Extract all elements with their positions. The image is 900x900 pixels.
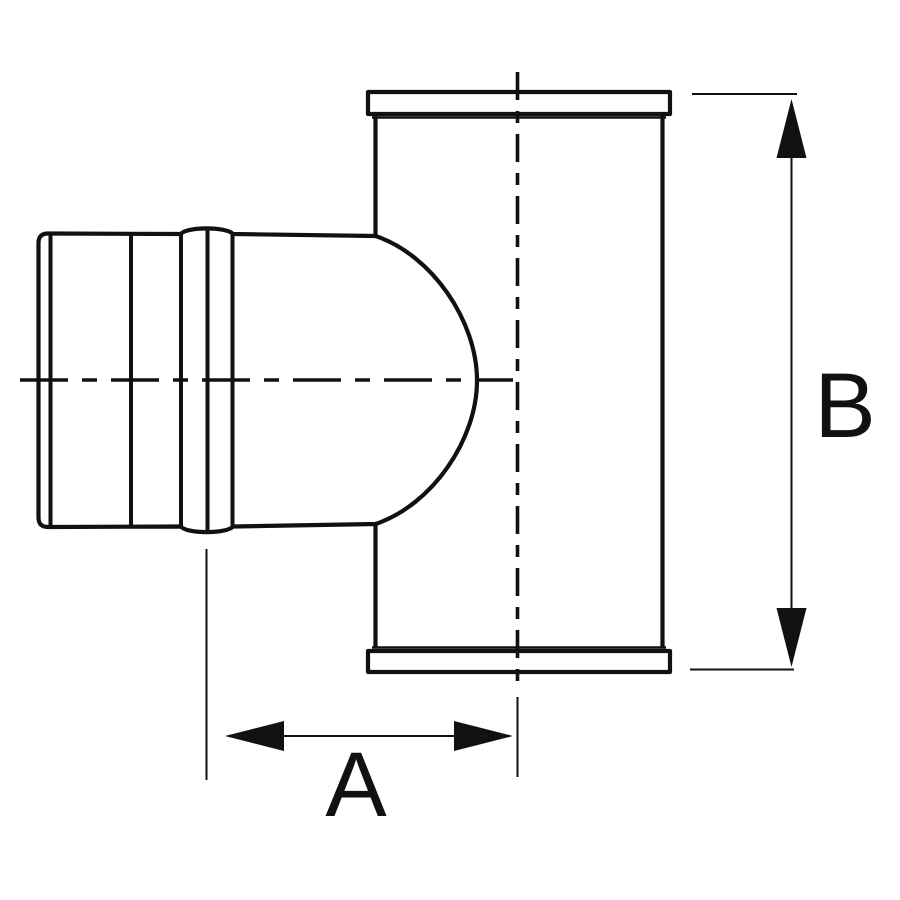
dim-b-label: B xyxy=(814,355,875,457)
body-side-walls xyxy=(373,111,665,649)
branch-outline xyxy=(36,226,480,535)
dim-b-arrow-up-icon xyxy=(776,99,807,158)
dim-a-arrow-left-icon xyxy=(225,721,284,751)
dim-a-arrow-right-icon xyxy=(454,721,513,751)
dimension-a: A xyxy=(205,549,519,836)
dimension-b: B xyxy=(690,93,876,671)
dim-b-arrow-down-icon xyxy=(776,608,807,667)
dim-a-label: A xyxy=(325,734,387,836)
